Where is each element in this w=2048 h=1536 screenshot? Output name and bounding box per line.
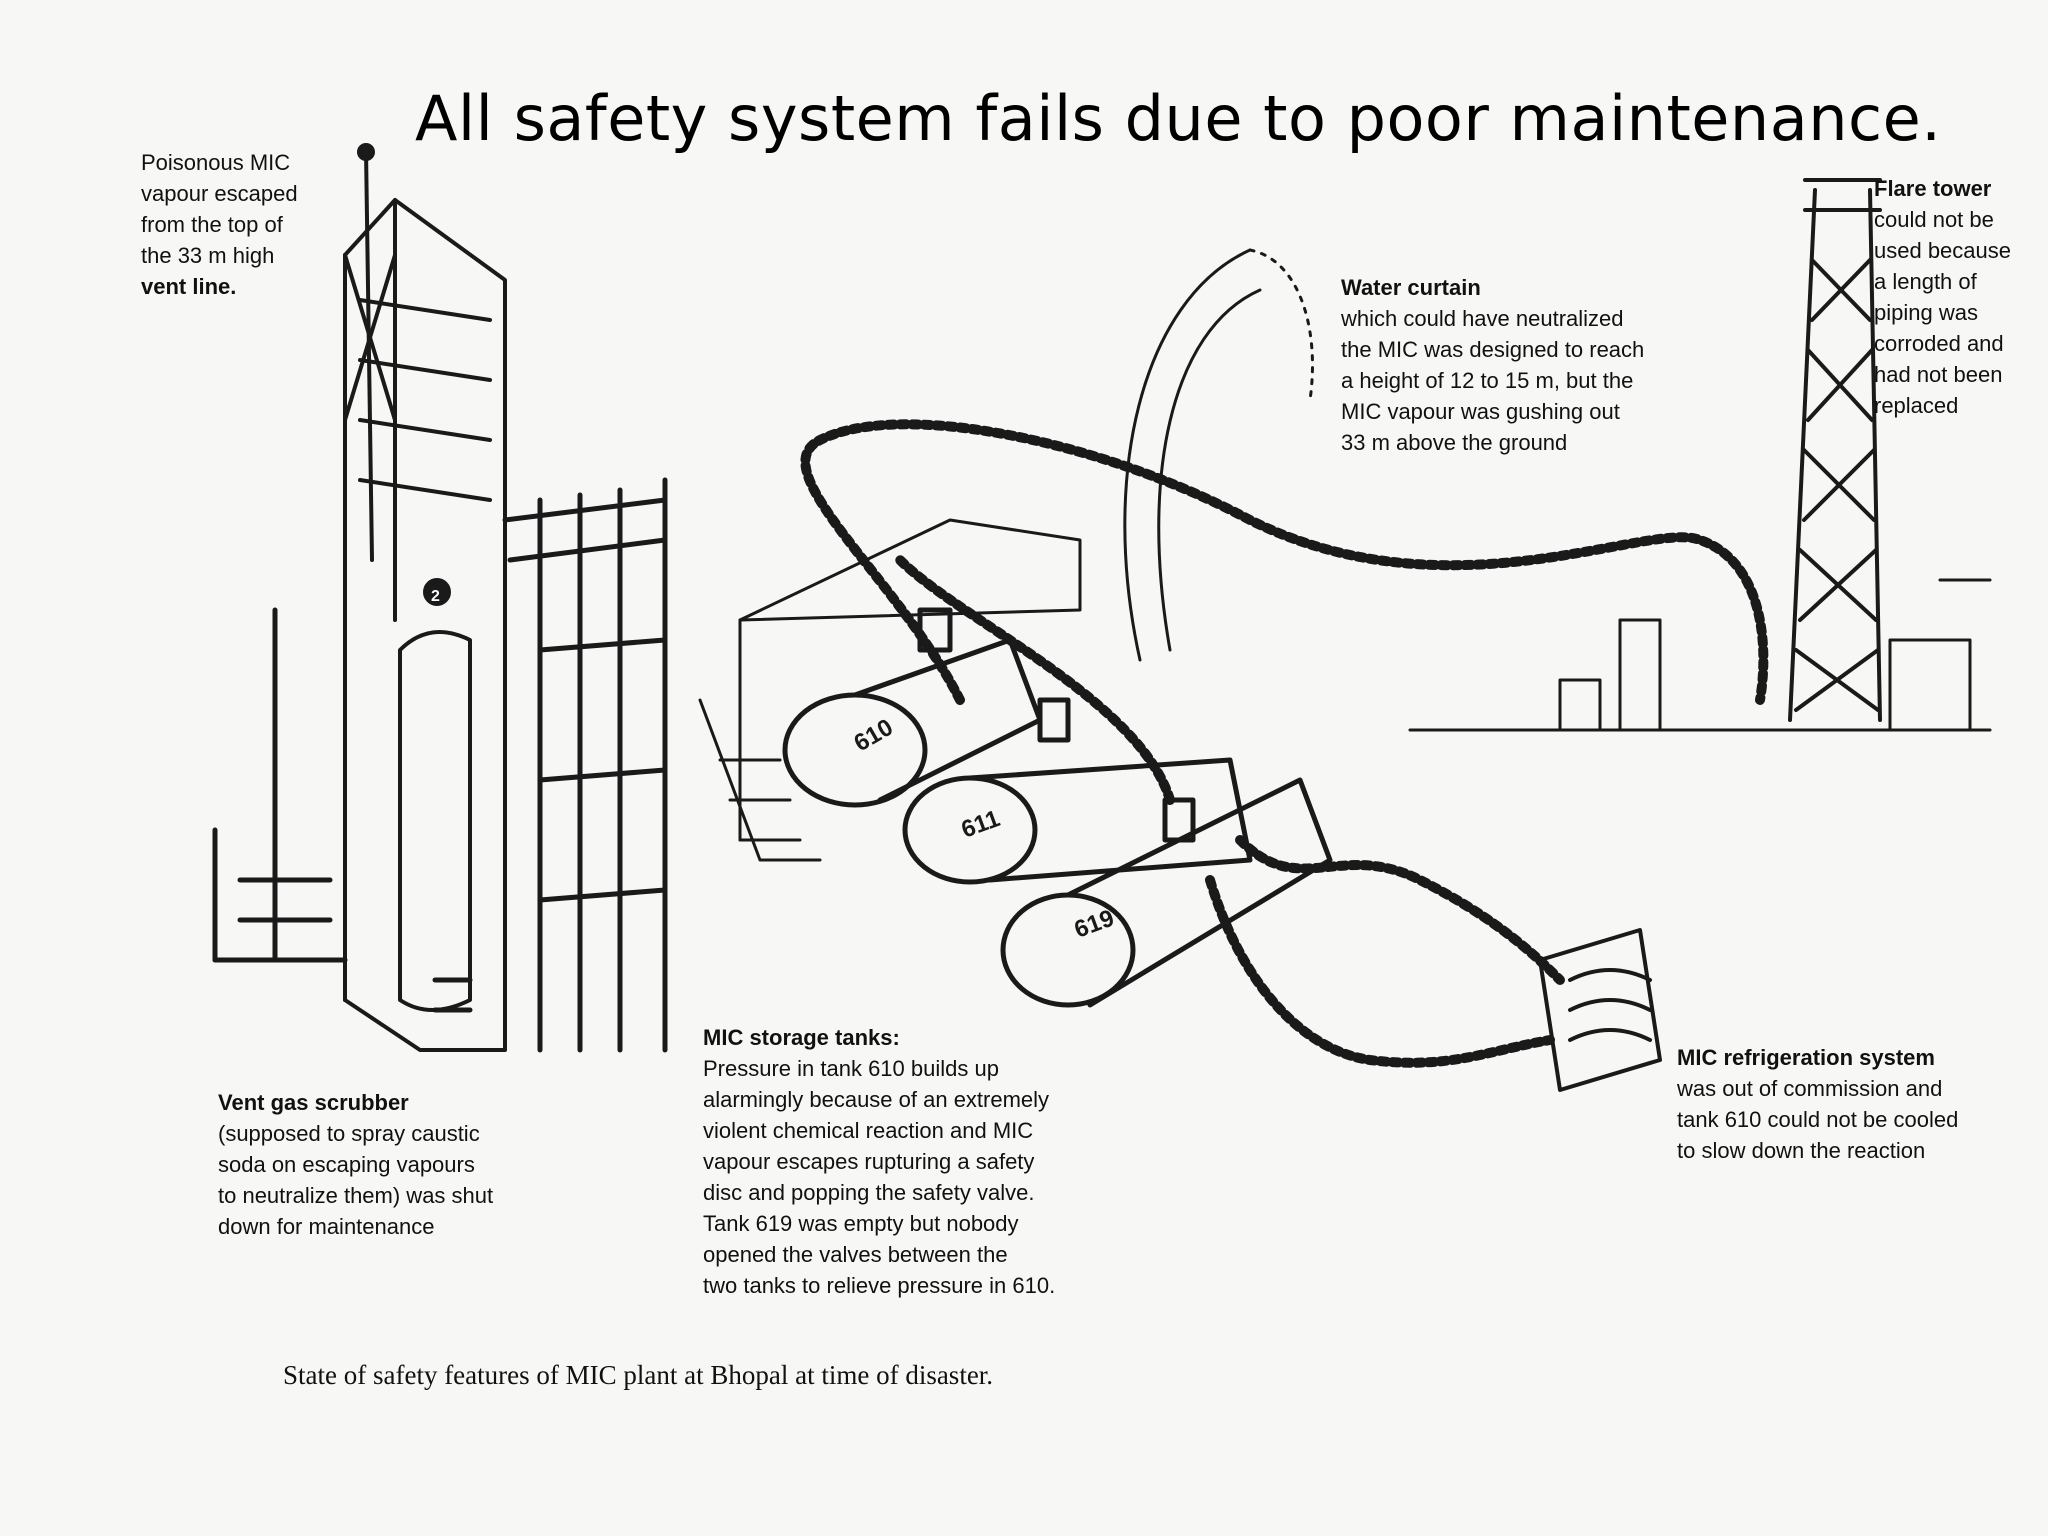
callout-flare-tower: Flare tower could not be used because a …	[1874, 173, 2011, 421]
callout-line: 33 m above the ground	[1341, 430, 1568, 455]
callout-line: Pressure in tank 610 builds up	[703, 1056, 999, 1081]
callout-vent-line: Poisonous MIC vapour escaped from the to…	[141, 147, 298, 302]
callout-line: violent chemical reaction and MIC	[703, 1118, 1034, 1143]
callout-line: (supposed to spray caustic	[218, 1121, 480, 1146]
callout-line: to neutralize them) was shut	[218, 1183, 494, 1208]
callout-heading: MIC storage tanks:	[703, 1025, 900, 1050]
refrigeration-unit	[1538, 928, 1662, 1092]
storage-tanks	[782, 607, 1333, 1008]
callout-line: tank 610 could not be cooled	[1677, 1107, 1959, 1132]
callout-line: a height of 12 to 15 m, but the	[1341, 368, 1634, 393]
callout-line: alarmingly because of an extremely	[703, 1087, 1050, 1112]
distant-plant	[1408, 578, 1992, 732]
callout-line: to slow down the reaction	[1677, 1138, 1926, 1163]
callout-line: had not been	[1874, 362, 2003, 387]
callout-line: soda on escaping vapours	[218, 1152, 475, 1177]
callout-line: corroded and	[1874, 331, 2004, 356]
tank-label-610: 610	[850, 714, 898, 757]
callout-line: Tank 619 was empty but nobody	[703, 1211, 1019, 1236]
vent-line	[357, 143, 375, 562]
water-curtain	[1123, 248, 1314, 662]
callout-line: vent line.	[141, 274, 237, 299]
vent-pipe	[800, 419, 1769, 705]
callout-line: vapour escaped	[141, 181, 298, 206]
callout-line: which could have neutralized	[1341, 306, 1624, 331]
callout-line: the MIC was designed to reach	[1341, 337, 1645, 362]
callout-refrigeration: MIC refrigeration system was out of comm…	[1677, 1042, 1958, 1166]
callout-line: replaced	[1874, 393, 1959, 418]
callout-heading: Vent gas scrubber	[218, 1090, 409, 1115]
callout-line: a length of	[1874, 269, 1977, 294]
callout-line: two tanks to relieve pressure in 610.	[703, 1273, 1056, 1298]
callout-line: MIC vapour was gushing out	[1341, 399, 1620, 424]
left-structures	[212, 477, 668, 1053]
callout-water-curtain: Water curtain which could have neutraliz…	[1341, 272, 1644, 458]
figure-caption: State of safety features of MIC plant at…	[283, 1360, 994, 1390]
tank-enclosure	[698, 518, 1082, 862]
callout-line: down for maintenance	[218, 1214, 435, 1239]
callout-line: vapour escapes rupturing a safety	[703, 1149, 1035, 1174]
flare-tower	[1788, 178, 1882, 722]
scrubber-marker: 2	[431, 588, 440, 605]
callout-storage-tanks: MIC storage tanks: Pressure in tank 610 …	[703, 1022, 1055, 1301]
scrubber-tower	[343, 198, 507, 1052]
callout-line: used because	[1874, 238, 2011, 263]
callout-line: piping was	[1874, 300, 1978, 325]
callout-heading: Water curtain	[1341, 275, 1481, 300]
callout-heading: Flare tower	[1874, 176, 1992, 201]
callout-scrubber: Vent gas scrubber (supposed to spray cau…	[218, 1087, 493, 1242]
callout-line: disc and popping the safety valve.	[703, 1180, 1035, 1205]
callout-line: Poisonous MIC	[141, 150, 291, 175]
callout-line: from the top of	[141, 212, 283, 237]
slide-title: All safety system fails due to poor main…	[415, 82, 1942, 155]
tank-label-611: 611	[958, 805, 1004, 844]
callout-line: could not be	[1874, 207, 1994, 232]
callout-line: was out of commission and	[1677, 1076, 1943, 1101]
callout-line: opened the valves between the	[703, 1242, 1008, 1267]
callout-line: the 33 m high	[141, 243, 275, 268]
callout-heading: MIC refrigeration system	[1677, 1045, 1935, 1070]
